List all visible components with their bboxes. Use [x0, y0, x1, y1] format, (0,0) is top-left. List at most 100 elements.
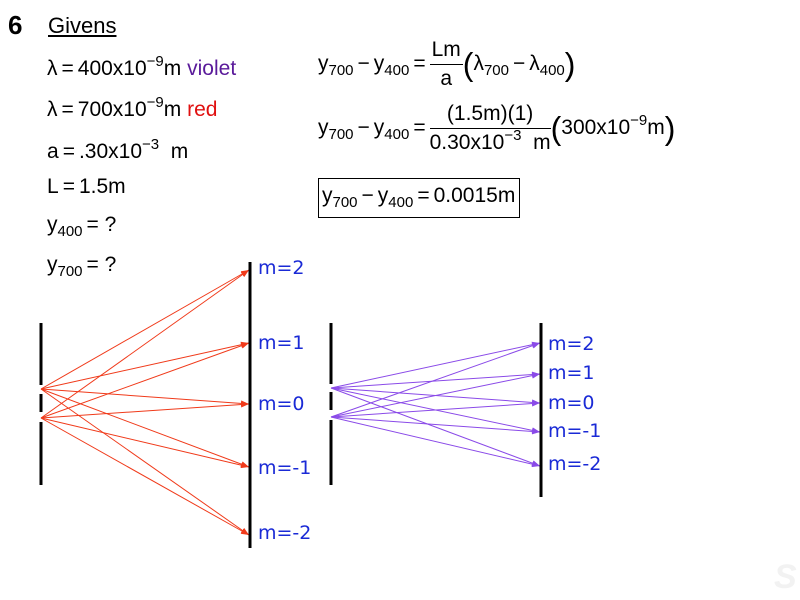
sub: 700 — [483, 62, 509, 80]
equals: = — [62, 175, 75, 198]
denominator: a — [440, 67, 453, 90]
red-rays — [40, 269, 250, 536]
subscript: 700 — [57, 263, 83, 280]
result-box: y700−y400=0.0015m — [318, 178, 521, 218]
violet-order-label-m0: m=0 — [548, 392, 595, 414]
y: y — [318, 116, 329, 140]
y: y — [373, 116, 385, 140]
violet-label: violet — [187, 57, 237, 80]
red-order-label-m-2: m=-2 — [258, 522, 312, 544]
ray-slit2-order0 — [40, 269, 250, 419]
ray-slit2-order1 — [40, 342, 250, 419]
subscript: 400 — [57, 223, 83, 240]
minus: − — [357, 52, 370, 76]
sub: 400 — [539, 62, 565, 80]
lambda: λ — [473, 52, 484, 76]
numerator: (1.5m)(1) — [429, 102, 551, 129]
y: y — [318, 52, 329, 76]
violet-order-label-m2: m=2 — [548, 333, 595, 355]
exponent: −3 — [504, 127, 522, 144]
ray-slit1-order0 — [40, 269, 250, 390]
ray-slit2-order3 — [330, 416, 541, 435]
ray-slit2-order2 — [330, 400, 541, 418]
exponent: −9 — [146, 94, 164, 111]
ray-slit1-order2 — [40, 388, 250, 407]
sub: 700 — [328, 62, 354, 80]
sub: 700 — [332, 194, 358, 211]
y: y — [377, 184, 389, 207]
equals: = — [61, 57, 74, 80]
unit: m — [163, 57, 182, 80]
equals: = — [417, 184, 430, 207]
unit: m — [533, 131, 551, 154]
ray-slit2-order4 — [40, 417, 250, 536]
givens-heading: Givens — [48, 13, 117, 38]
equals: = — [413, 52, 426, 76]
minus: − — [361, 184, 374, 207]
y: y — [322, 184, 333, 207]
exponent: −9 — [630, 112, 648, 130]
given-slit-width: a=.30x10−3 m — [47, 137, 189, 164]
equation-substituted: y700−y400=(1.5m)(1)0.30x10−3 m(300x10−9m… — [318, 102, 676, 155]
numerator: Lm — [429, 38, 463, 65]
ray-slit1-order4 — [40, 388, 250, 536]
fraction: (1.5m)(1)0.30x10−3 m — [429, 102, 551, 155]
value: 1.5m — [78, 175, 126, 198]
violet-order-label-m-1: m=-1 — [548, 420, 602, 442]
ray-slit1-order1 — [330, 371, 541, 389]
exponent: −3 — [142, 136, 160, 153]
minus: − — [357, 116, 370, 140]
given-lambda-red: λ=700x10−9m red — [47, 95, 218, 122]
ray-slit2-order2 — [40, 401, 250, 419]
value: .30x10 — [78, 140, 143, 163]
result-value: 0.0015m — [433, 184, 516, 207]
denominator: 0.30x10−3 m — [429, 127, 551, 155]
ray-slit1-order3 — [40, 388, 250, 468]
violet-rays — [330, 341, 541, 468]
violet-order-label-m-2: m=-2 — [548, 453, 602, 475]
red-order-label-m0: m=0 — [258, 393, 305, 415]
ray-slit2-order3 — [40, 417, 250, 469]
sub: 400 — [384, 126, 410, 144]
unit: m — [170, 140, 189, 163]
y-symbol: y — [47, 253, 58, 276]
given-y400: y400= ? — [47, 213, 120, 240]
unit: m — [163, 98, 182, 121]
red-label: red — [187, 98, 218, 121]
lambda-symbol: λ — [47, 57, 58, 80]
a-symbol: a — [47, 140, 59, 163]
unit: m — [647, 116, 665, 140]
value: 400x10 — [77, 57, 147, 80]
y-symbol: y — [47, 213, 58, 236]
L-symbol: L — [47, 175, 59, 198]
ray-slit1-order0 — [330, 341, 541, 389]
ray-slit2-order1 — [330, 372, 541, 418]
unknown: = ? — [86, 253, 117, 276]
sub: 700 — [328, 126, 354, 144]
lambda-symbol: λ — [47, 98, 58, 121]
red-order-label-m1: m=1 — [258, 332, 305, 354]
problem-number: 6 — [8, 10, 23, 40]
equals: = — [413, 116, 426, 140]
given-length: L=1.5m — [47, 175, 126, 199]
ray-slit2-order0 — [330, 342, 541, 418]
unknown: = ? — [86, 213, 117, 236]
violet-order-label-m1: m=1 — [548, 362, 595, 384]
given-lambda-violet: λ=400x10−9m violet — [47, 54, 237, 81]
ray-slit1-order4 — [330, 387, 541, 467]
given-y700: y700= ? — [47, 253, 120, 280]
minus: − — [512, 52, 526, 76]
equals: = — [62, 140, 75, 163]
red-order-label-m-1: m=-1 — [258, 457, 312, 479]
exponent: −9 — [146, 53, 164, 70]
watermark-logo: S — [774, 558, 797, 596]
ray-slit2-order4 — [330, 416, 541, 468]
equals: = — [61, 98, 74, 121]
den-value: 0.30x10 — [429, 131, 505, 154]
y: y — [373, 52, 385, 76]
sub: 400 — [388, 194, 414, 211]
value: 700x10 — [77, 98, 147, 121]
factor: 300x10 — [561, 116, 631, 140]
